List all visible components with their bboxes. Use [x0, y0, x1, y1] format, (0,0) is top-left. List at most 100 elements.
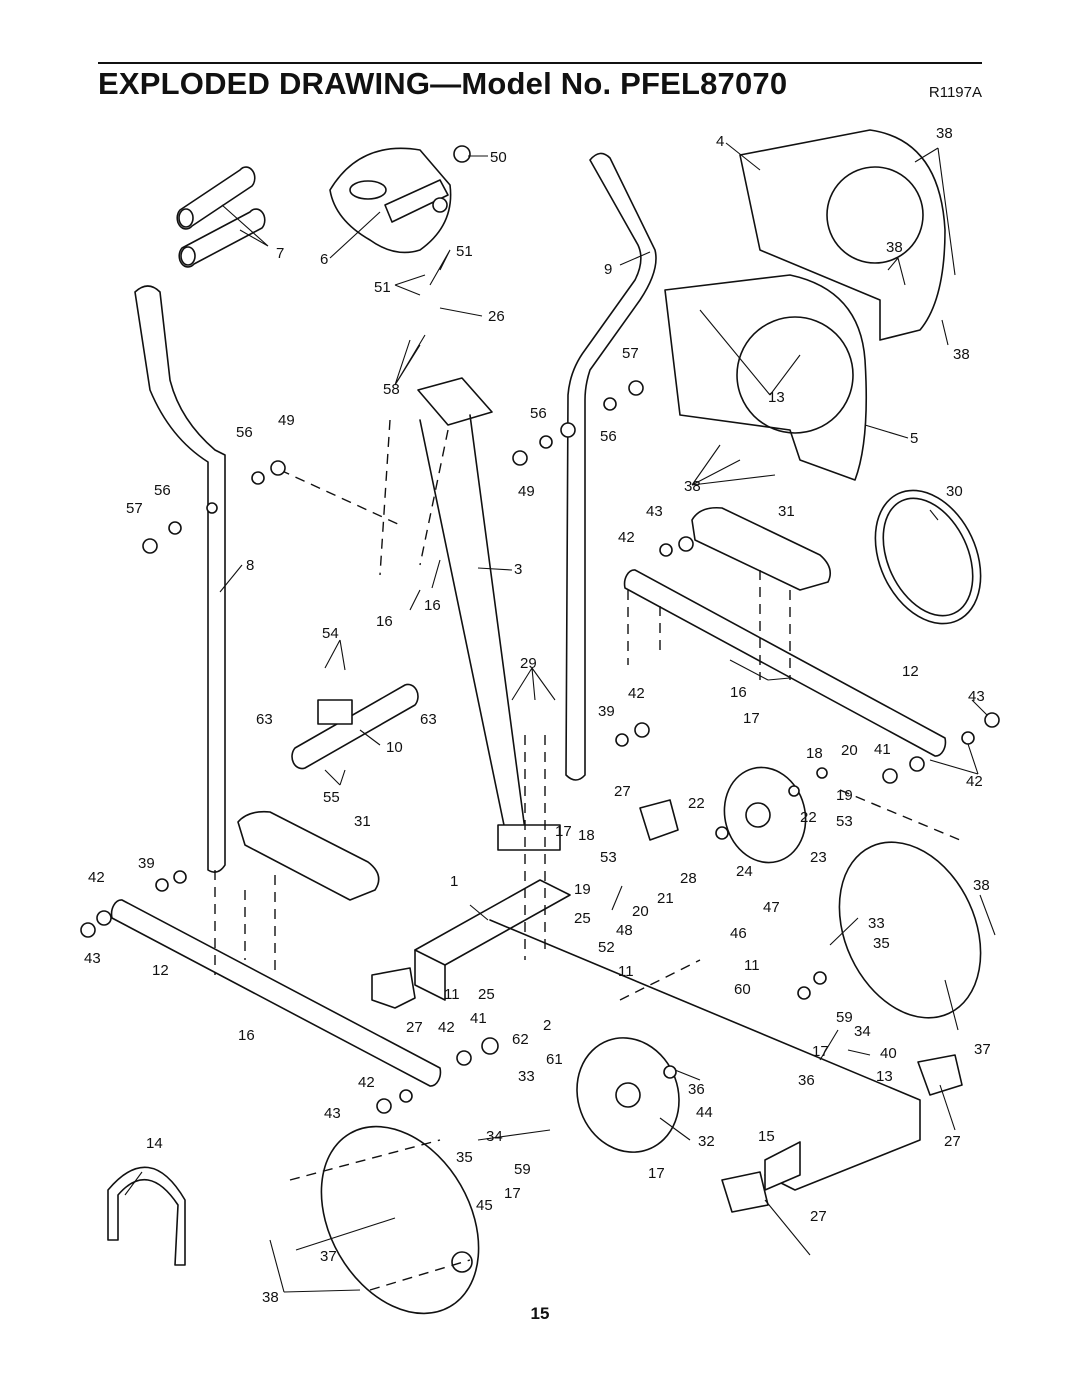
callout-61: 61 — [546, 1051, 563, 1068]
callout-17c: 17 — [812, 1043, 829, 1060]
page-number: 15 — [530, 1304, 550, 1323]
callout-19a: 19 — [836, 787, 853, 804]
callout-41a: 41 — [874, 741, 891, 758]
end-caps — [371, 799, 963, 1213]
callout-7: 7 — [276, 245, 284, 262]
callout-56c: 56 — [236, 424, 253, 441]
callout-24: 24 — [736, 863, 753, 880]
callout-60: 60 — [734, 981, 751, 998]
callout-34a: 34 — [854, 1023, 871, 1040]
callout-15: 15 — [758, 1128, 775, 1145]
callout-30: 30 — [946, 483, 963, 500]
page-title: EXPLODED DRAWING—Model No. PFEL87070 — [98, 66, 788, 101]
callout-38d: 38 — [684, 478, 701, 495]
callout-59b: 59 — [514, 1161, 531, 1178]
callout-38c: 38 — [953, 346, 970, 363]
callout-48: 48 — [616, 922, 633, 939]
left-pedal-arm — [110, 899, 442, 1087]
callout-35a: 35 — [873, 935, 890, 952]
callout-37a: 37 — [974, 1041, 991, 1058]
callout-16a: 16 — [376, 613, 393, 630]
callout-13b: 13 — [876, 1068, 893, 1085]
callout-51a: 51 — [456, 243, 473, 260]
callout-33a: 33 — [868, 915, 885, 932]
callout-31b: 31 — [354, 813, 371, 830]
left-shield-disk — [320, 1125, 480, 1315]
callout-41b: 41 — [470, 1010, 487, 1027]
callout-17e: 17 — [504, 1185, 521, 1202]
callout-38b: 38 — [886, 239, 903, 256]
header-rule — [98, 62, 982, 64]
callout-16c: 16 — [730, 684, 747, 701]
callout-39b: 39 — [138, 855, 155, 872]
callout-47: 47 — [763, 899, 780, 916]
callout-36b: 36 — [688, 1081, 705, 1098]
callout-27d: 27 — [810, 1208, 827, 1225]
callout-16d: 16 — [238, 1027, 255, 1044]
callout-63a: 63 — [256, 711, 273, 728]
left-shield — [664, 274, 868, 481]
callout-42d: 42 — [88, 869, 105, 886]
pivot-tube — [291, 683, 419, 770]
drawing-code: R1197A — [928, 84, 982, 101]
callout-34b: 34 — [486, 1128, 503, 1145]
callout-54: 54 — [322, 625, 339, 642]
right-pedal-arm — [623, 569, 947, 757]
callout-51b: 51 — [374, 279, 391, 296]
callout-32: 32 — [698, 1133, 715, 1150]
callout-52: 52 — [598, 939, 615, 956]
callout-22b: 22 — [800, 809, 817, 826]
callout-labels: 7 6 50 51 51 26 58 9 4 38 38 38 57 13 5 … — [84, 125, 991, 1306]
callout-43a: 43 — [646, 503, 663, 520]
callout-13a: 13 — [768, 389, 785, 406]
callout-11b: 11 — [618, 963, 634, 980]
callout-1: 1 — [450, 873, 458, 890]
callout-42c: 42 — [966, 773, 983, 790]
hardware — [80, 380, 1000, 1114]
callout-56b: 56 — [600, 428, 617, 445]
callout-22a: 22 — [688, 795, 705, 812]
callout-25a: 25 — [574, 910, 591, 927]
callout-55: 55 — [323, 789, 340, 806]
callout-58: 58 — [383, 381, 400, 398]
callout-18a: 18 — [806, 745, 823, 762]
callout-17d: 17 — [648, 1165, 665, 1182]
console — [329, 145, 471, 254]
callout-33b: 33 — [518, 1068, 535, 1085]
callout-42a: 42 — [618, 529, 635, 546]
callout-29: 29 — [520, 655, 537, 672]
callout-9: 9 — [604, 261, 612, 278]
callout-14: 14 — [146, 1135, 163, 1152]
callout-46: 46 — [730, 925, 747, 942]
callout-27a: 27 — [614, 783, 631, 800]
callout-20b: 20 — [632, 903, 649, 920]
callout-26: 26 — [488, 308, 505, 325]
base-frame — [414, 879, 921, 1191]
callout-18b: 18 — [578, 827, 595, 844]
callout-38f: 38 — [262, 1289, 279, 1306]
callout-4: 4 — [716, 133, 724, 150]
callout-43c: 43 — [84, 950, 101, 967]
callout-53a: 53 — [836, 813, 853, 830]
callout-31a: 31 — [778, 503, 795, 520]
right-shield-disk — [838, 841, 982, 1019]
callout-38e: 38 — [973, 877, 990, 894]
flywheel — [576, 1037, 680, 1153]
callout-3: 3 — [514, 561, 522, 578]
assembly-lines — [214, 419, 961, 1291]
handle-grips — [176, 166, 266, 268]
callout-53b: 53 — [600, 849, 617, 866]
callout-11a: 11 — [744, 957, 760, 974]
callout-40: 40 — [880, 1045, 897, 1062]
belt — [874, 489, 982, 625]
callout-57b: 57 — [126, 500, 143, 517]
callout-39a: 39 — [598, 703, 615, 720]
callout-43b: 43 — [968, 688, 985, 705]
callout-42e: 42 — [438, 1019, 455, 1036]
callout-59a: 59 — [836, 1009, 853, 1026]
callout-2: 2 — [543, 1017, 551, 1034]
callout-45: 45 — [476, 1197, 493, 1214]
callout-44: 44 — [696, 1104, 713, 1121]
callout-57a: 57 — [622, 345, 639, 362]
